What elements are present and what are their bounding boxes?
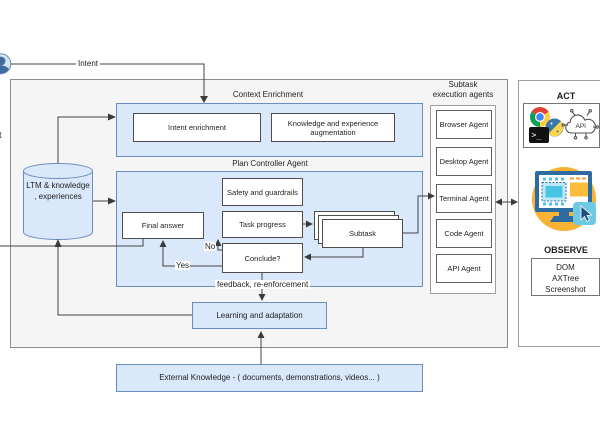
python-icon bbox=[545, 118, 564, 137]
external-knowledge-node: External Knowledge - ( documents, demons… bbox=[116, 364, 423, 392]
ltm-database-cylinder bbox=[23, 163, 93, 240]
context-enrichment-title: Context Enrichment bbox=[232, 90, 304, 99]
chrome-icon bbox=[530, 107, 550, 127]
api-agent-node: API Agent bbox=[436, 254, 492, 283]
observe-box: DOM AXTree Screenshot bbox=[531, 258, 600, 296]
knowledge-augmentation-node: Knowledge and experience augmentation bbox=[271, 113, 395, 142]
terminal-agent-node: Terminal Agent bbox=[436, 184, 492, 213]
feedback-edge-label: feedback, re-enforcement bbox=[215, 280, 311, 289]
code-agent-node: Code Agent bbox=[436, 219, 492, 248]
conclude-node: Conclude? bbox=[222, 243, 303, 273]
ltm-label: LTM & knowledge , experiences bbox=[23, 180, 93, 202]
browser-agent-node: Browser Agent bbox=[436, 110, 492, 139]
terminal-icon: >_ bbox=[529, 127, 549, 143]
yes-edge-label: Yes bbox=[175, 261, 191, 270]
learning-adaptation-node: Learning and adaptation bbox=[192, 302, 327, 329]
observe-line-axtree: AXTree bbox=[552, 274, 579, 283]
no-edge-label: No bbox=[204, 242, 217, 251]
safety-guardrails-node: Safety and guardrails bbox=[222, 178, 303, 206]
computer-illustration bbox=[532, 167, 596, 231]
act-tools-icons: >_ API bbox=[529, 107, 599, 143]
act-title: ACT bbox=[556, 91, 576, 101]
intent-edge-label: Intent bbox=[76, 59, 101, 68]
cursor-arrow-icon bbox=[580, 205, 593, 223]
final-answer-node: Final answer bbox=[122, 212, 204, 239]
intent-enrichment-node: Intent enrichment bbox=[133, 113, 261, 142]
observe-line-dom: DOM bbox=[556, 263, 575, 272]
subtask-node: Subtask bbox=[322, 219, 403, 248]
subtask-agents-title-line2: execution agents bbox=[432, 90, 494, 99]
observe-line-screenshot: Screenshot bbox=[545, 285, 586, 294]
task-progress-node: Task progress bbox=[222, 211, 303, 238]
ltm-label-line2: , experiences bbox=[34, 192, 82, 201]
user-avatar-icon bbox=[0, 53, 12, 75]
subtask-agents-title: Subtask execution agents bbox=[426, 80, 500, 100]
api-cloud-icon: API bbox=[561, 109, 599, 140]
arrowhead-bidir-right bbox=[511, 198, 518, 206]
subtask-agents-title-line1: Subtask bbox=[448, 80, 478, 89]
terminal-glyph: >_ bbox=[532, 131, 542, 140]
api-cloud-label: API bbox=[576, 123, 587, 130]
desktop-agent-node: Desktop Agent bbox=[436, 147, 492, 176]
ltm-label-line1: LTM & knowledge bbox=[26, 181, 90, 190]
observe-title: OBSERVE bbox=[544, 245, 588, 255]
plan-controller-title: Plan Controller Agent bbox=[232, 159, 308, 168]
clipped-left-text: t bbox=[0, 130, 2, 140]
